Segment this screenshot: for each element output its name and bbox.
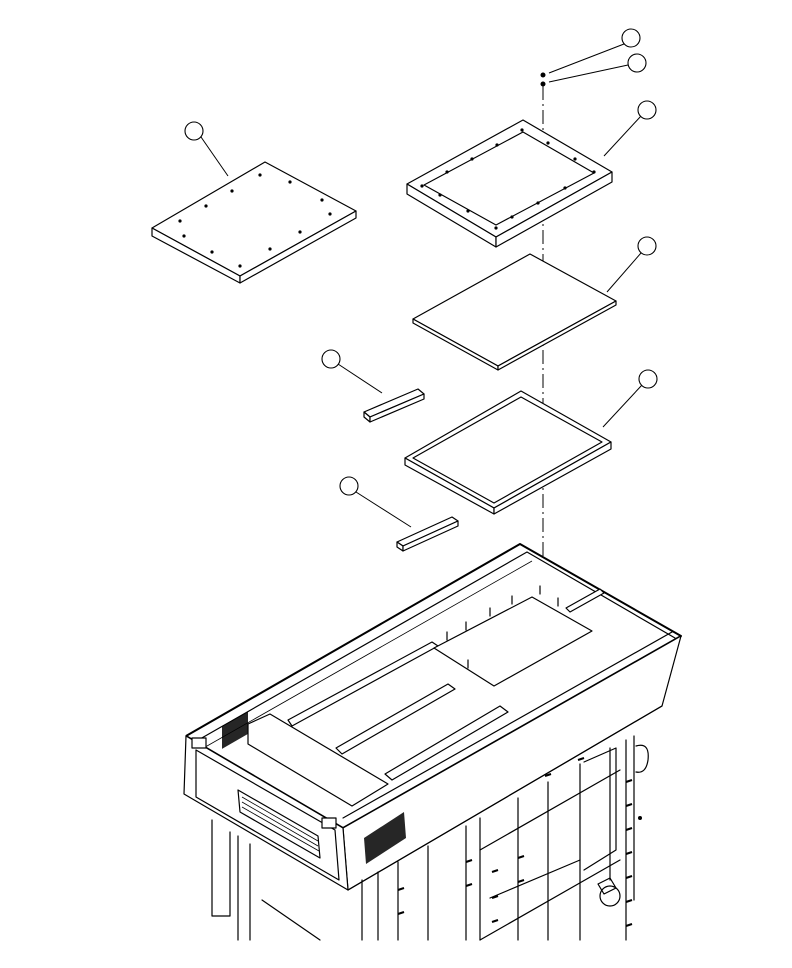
mounting-frame [406, 119, 613, 248]
gasket-strip-lower [396, 516, 459, 552]
callout-gasket-strip-upper [321, 349, 341, 369]
callout-tray [638, 369, 658, 389]
cover-plate [151, 161, 357, 284]
tray [404, 390, 612, 515]
callout-cover-plate [184, 121, 204, 141]
callout-gasket-strip-lower [339, 476, 359, 496]
glass-pane [412, 253, 617, 371]
callout-screw-upper [621, 28, 641, 48]
cabinet-body [183, 543, 682, 891]
callouts [184, 28, 658, 528]
screw-parts [540, 72, 546, 87]
callout-glass-pane [637, 236, 657, 256]
cabinet-frame [211, 735, 649, 941]
callout-screw-lower [627, 53, 647, 73]
gasket-strip-upper [363, 388, 425, 423]
callout-mounting-frame [637, 100, 657, 120]
